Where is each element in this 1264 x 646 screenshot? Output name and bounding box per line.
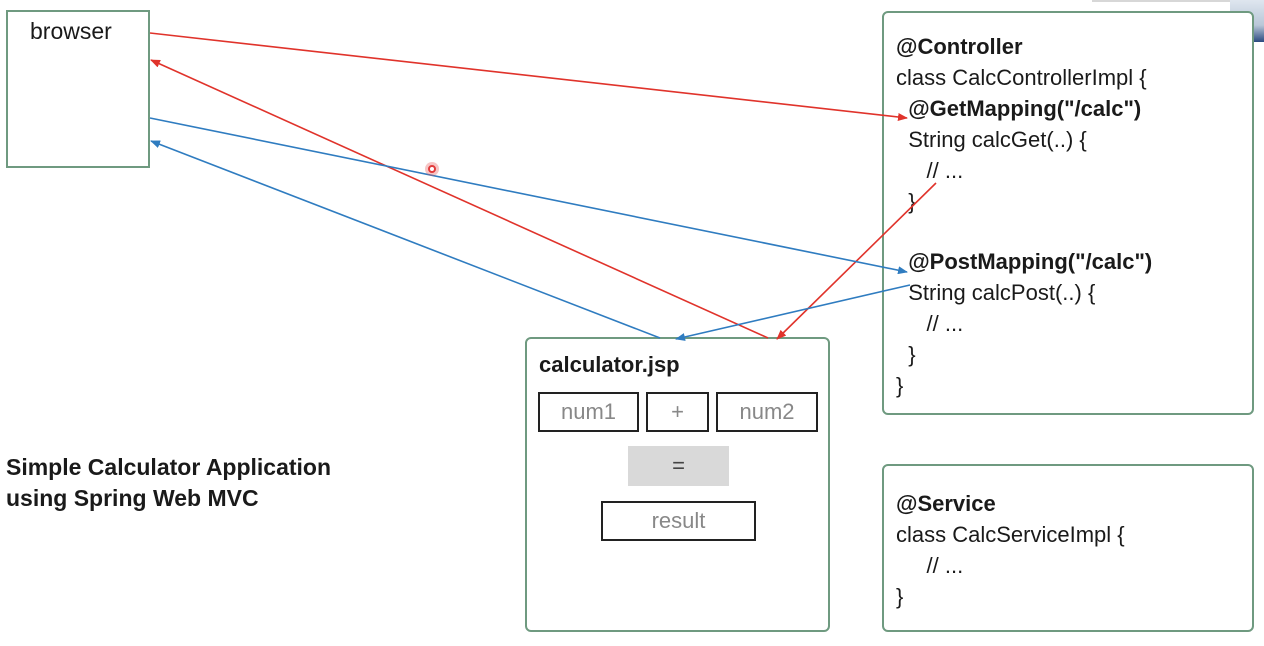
- calc-post-close: }: [896, 342, 916, 367]
- service-class-decl: class CalcServiceImpl {: [896, 522, 1125, 547]
- slide-caption: Simple Calculator Application using Spri…: [6, 452, 331, 514]
- caption-line-2: using Spring Web MVC: [6, 485, 259, 511]
- calc-get-close: }: [896, 189, 916, 214]
- service-class-close: }: [896, 584, 904, 609]
- calc-get-body: // ...: [896, 158, 964, 183]
- num2-field[interactable]: num2: [716, 392, 818, 432]
- cursor-pointer-dot: [425, 162, 439, 176]
- operator-field[interactable]: +: [646, 392, 709, 432]
- caption-line-1: Simple Calculator Application: [6, 454, 332, 480]
- calc-post-body: // ...: [896, 311, 964, 336]
- webcam-frame: [1092, 0, 1264, 2]
- get-mapping-annotation: @GetMapping("/calc"): [896, 96, 1142, 121]
- result-field: result: [601, 501, 756, 541]
- post-response-arrow: [150, 140, 661, 339]
- post-request-arrow: [149, 117, 908, 275]
- calculator-jsp-box: calculator.jsp num1 + num2 = result: [525, 337, 830, 632]
- num1-field[interactable]: num1: [538, 392, 639, 432]
- get-response-arrow: [150, 59, 769, 339]
- service-body: // ...: [896, 553, 964, 578]
- controller-class-close: }: [896, 373, 904, 398]
- controller-box: @Controller class CalcControllerImpl { @…: [882, 11, 1254, 415]
- post-mapping-annotation: @PostMapping("/calc"): [896, 249, 1153, 274]
- controller-class-decl: class CalcControllerImpl {: [896, 65, 1147, 90]
- browser-box: browser: [6, 10, 150, 168]
- equals-button[interactable]: =: [628, 446, 729, 486]
- controller-annotation: @Controller: [896, 34, 1023, 59]
- jsp-title: calculator.jsp: [539, 352, 680, 377]
- browser-label: browser: [30, 18, 112, 44]
- service-annotation: @Service: [896, 491, 996, 516]
- post-to-jsp-arrow: [675, 284, 911, 341]
- calc-post-signature: String calcPost(..) {: [896, 280, 1096, 305]
- get-request-arrow: [149, 32, 908, 121]
- calc-get-signature: String calcGet(..) {: [896, 127, 1087, 152]
- service-box: @Service class CalcServiceImpl { // ... …: [882, 464, 1254, 632]
